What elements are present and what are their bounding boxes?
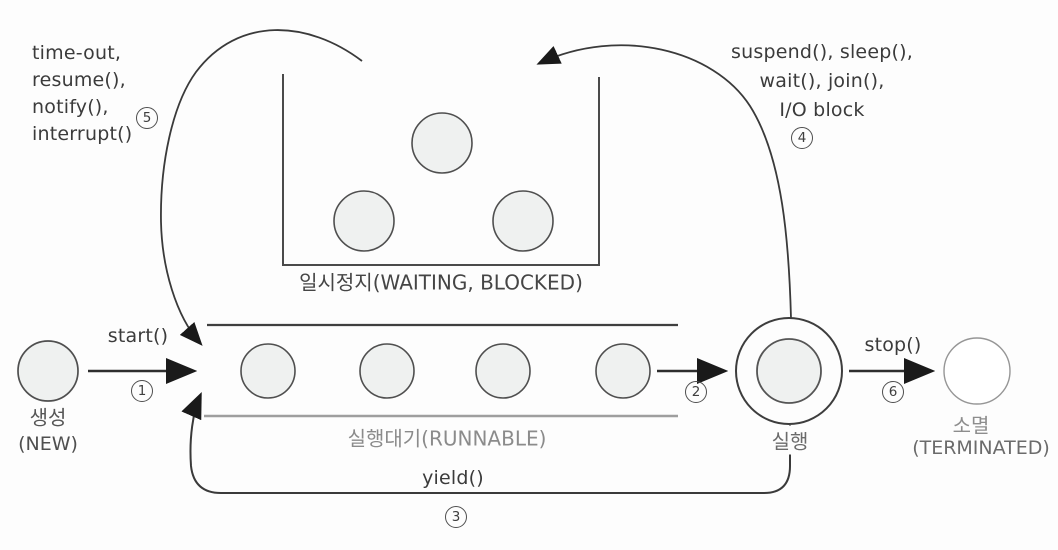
block-label-line: suspend(), sleep(),	[731, 41, 913, 63]
wake-up-label-line: interrupt()	[32, 123, 133, 145]
wake-up-label-line: notify(),	[32, 96, 109, 118]
running-state-label: 실행	[768, 425, 812, 455]
terminated-state-label-ko: 소멸	[952, 413, 990, 438]
waiting-thread-circle	[492, 190, 554, 252]
waiting-state-label: 일시정지(WAITING, BLOCKED)	[299, 270, 583, 295]
waiting-thread-circle	[411, 112, 473, 174]
runnable-thread-circle	[359, 343, 415, 399]
block-label-line: wait(), join(),	[759, 70, 885, 92]
new-state-label-en: (NEW)	[18, 433, 78, 455]
waiting-thread-circle	[333, 190, 395, 252]
step-5-badge: 5	[136, 107, 158, 129]
step-6-badge: 6	[882, 381, 904, 403]
block-label-line: I/O block	[779, 99, 865, 121]
step-2-badge: 2	[685, 381, 707, 403]
runnable-state-label: 실행대기(RUNNABLE)	[347, 426, 547, 451]
wake-up-label-line: time-out,	[32, 42, 122, 64]
step-4-badge: 4	[791, 127, 813, 149]
terminated-state-label-en: (TERMINATED)	[912, 437, 1050, 459]
running-state-inner-circle	[756, 338, 822, 404]
block-label: suspend(), sleep(), wait(), join(), I/O …	[731, 38, 913, 125]
step-3-badge: 3	[445, 506, 467, 528]
wake-up-label-line: resume(),	[32, 69, 126, 91]
wake-up-label: time-out, resume(), notify(), interrupt(…	[32, 40, 132, 148]
new-state-circle	[17, 340, 79, 402]
stop-label: stop()	[864, 334, 922, 356]
runnable-thread-circle	[240, 343, 296, 399]
block-arrow	[536, 44, 792, 319]
terminated-state-circle	[943, 337, 1011, 405]
new-state-label-ko: 생성	[29, 405, 67, 430]
yield-label: yield()	[422, 467, 484, 489]
runnable-thread-circle	[475, 343, 531, 399]
waiting-box	[282, 74, 600, 266]
step-1-badge: 1	[131, 380, 153, 402]
wake-up-arrow	[160, 29, 363, 346]
runnable-thread-circle	[595, 343, 651, 399]
start-label: start()	[107, 325, 169, 347]
yield-arrow	[181, 392, 791, 494]
